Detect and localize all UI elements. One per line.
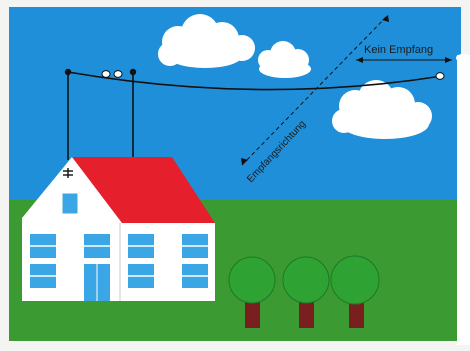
- cloud-icon: [332, 80, 432, 139]
- house-icon: [22, 157, 215, 301]
- tree-icon: [228, 256, 276, 328]
- arrestor-icon: [63, 168, 73, 178]
- cloud-icon: [158, 14, 255, 68]
- tree-icon: [330, 255, 380, 328]
- reception-arrow-head: [241, 158, 248, 165]
- no-reception-arrow-right: [445, 57, 452, 63]
- tree-icon: [282, 256, 330, 328]
- telegraph-pole-icon: [456, 54, 470, 345]
- reception-arrow-tail: [382, 15, 389, 22]
- cloud-icon: [258, 41, 311, 78]
- no-reception-label: Kein Empfang: [364, 44, 433, 56]
- insulator-icon: [101, 70, 445, 80]
- antenna-wire: [67, 71, 443, 91]
- no-reception-arrow-left: [356, 57, 363, 63]
